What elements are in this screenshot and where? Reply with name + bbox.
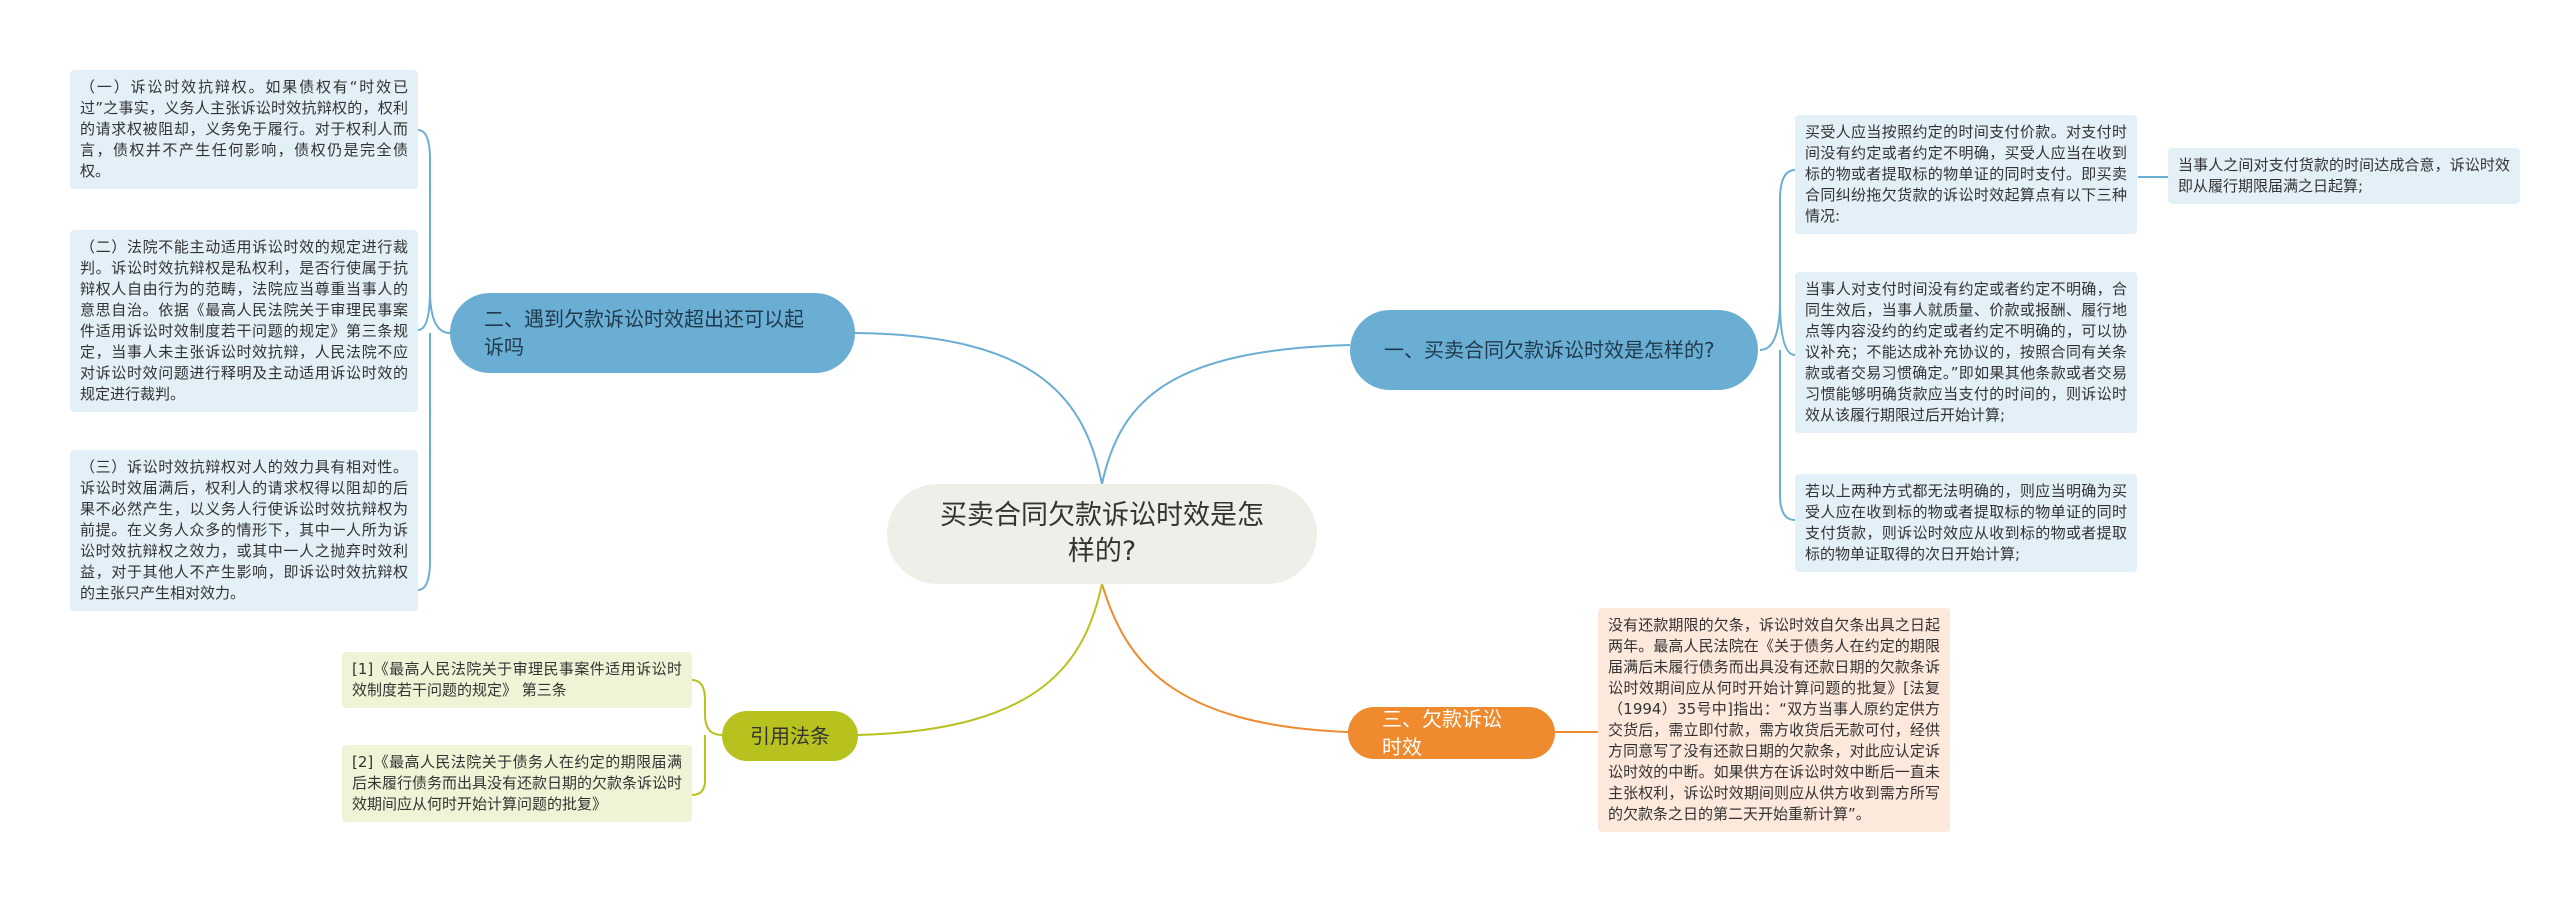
branch-1-leaf-3[interactable]: 若以上两种方式都无法明确的，则应当明确为买受人应在收到标的物或者提取标的物单证的… <box>1795 474 2137 572</box>
root-title: 买卖合同欠款诉讼时效是怎样的? <box>940 500 1264 567</box>
link-root-branch2 <box>854 332 1103 485</box>
branch-4-leaf-1[interactable]: [1]《最高人民法院关于审理民事案件适用诉讼时效制度若干问题的规定》 第三条 <box>342 652 692 708</box>
branch-2-leaf-3[interactable]: （三）诉讼时效抗辩权对人的效力具有相对性。诉讼时效届满后，权利人的请求权得以阻却… <box>70 450 418 611</box>
branch-4[interactable]: 引用法条 <box>722 711 858 761</box>
link-root-branch3 <box>1101 583 1349 733</box>
branch-2-leaf-1[interactable]: （一）诉讼时效抗辩权。如果债权有“时效已过”之事实，义务人主张诉讼时效抗辩权的，… <box>70 70 418 189</box>
branch-1-leaf-1[interactable]: 买受人应当按照约定的时间支付价款。对支付时间没有约定或者约定不明确，买受人应当在… <box>1795 115 2137 234</box>
branch-1[interactable]: 一、买卖合同欠款诉讼时效是怎样的? <box>1350 310 1758 390</box>
branch-4-label: 引用法条 <box>750 724 830 748</box>
branch-1-label: 一、买卖合同欠款诉讼时效是怎样的? <box>1384 338 1715 362</box>
branch-2-label: 二、遇到欠款诉讼时效超出还可以起诉吗 <box>484 307 804 359</box>
branch-1-leaf-2[interactable]: 当事人对支付时间没有约定或者约定不明确，合同生效后，当事人就质量、价款或报酬、履… <box>1795 272 2137 433</box>
bracket-branch4 <box>691 679 723 796</box>
branch-3-label: 三、欠款诉讼时效 <box>1382 707 1502 759</box>
branch-2-leaf-2[interactable]: （二）法院不能主动适用诉讼时效的规定进行裁判。诉讼时效抗辩权是私权利，是否行使属… <box>70 230 418 412</box>
branch-3-leaf-1[interactable]: 没有还款期限的欠条，诉讼时效自欠条出具之日起两年。最高人民法院在《关于债务人在约… <box>1598 608 1950 832</box>
branch-2[interactable]: 二、遇到欠款诉讼时效超出还可以起诉吗 <box>450 293 855 373</box>
branch-4-leaf-2[interactable]: [2]《最高人民法院关于债务人在约定的期限届满后未履行债务而出具没有还款日期的欠… <box>342 745 692 822</box>
root-topic[interactable]: 买卖合同欠款诉讼时效是怎样的? <box>887 484 1317 584</box>
bracket-branch1 <box>1759 169 1796 521</box>
branch-1-leaf-1-sub[interactable]: 当事人之间对支付货款的时间达成合意，诉讼时效即从履行期限届满之日起算; <box>2168 148 2520 204</box>
link-root-branch4 <box>857 583 1103 736</box>
branch-3[interactable]: 三、欠款诉讼时效 <box>1348 707 1555 759</box>
link-root-branch1 <box>1101 344 1351 485</box>
bracket-branch2 <box>417 129 451 591</box>
